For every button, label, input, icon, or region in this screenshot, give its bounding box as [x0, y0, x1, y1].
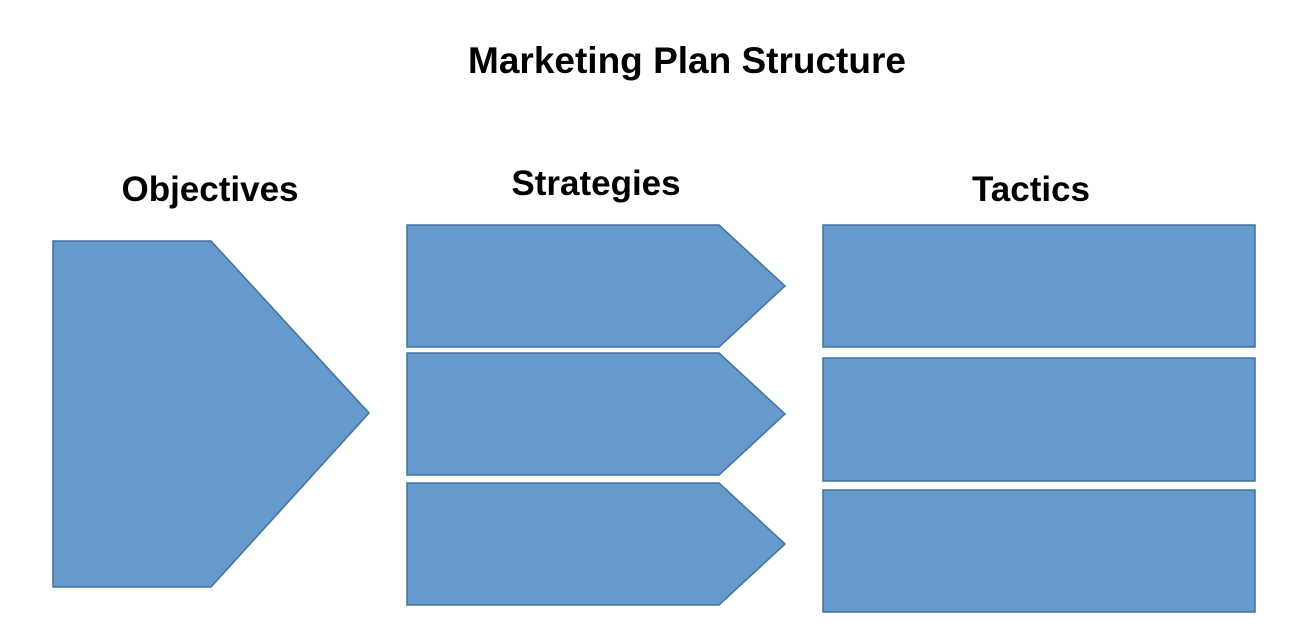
- strategy-arrow-3: [406, 482, 787, 606]
- strategy-arrow-1: [406, 224, 787, 348]
- tactic-box-1: [822, 224, 1256, 348]
- strategies-heading: Strategies: [511, 164, 681, 203]
- objectives-heading: Objectives: [121, 170, 299, 209]
- tactics-heading: Tactics: [971, 170, 1091, 209]
- tactic-box-2: [822, 357, 1256, 482]
- diagram-title: Marketing Plan Structure: [468, 40, 906, 81]
- tactic-box-3: [822, 489, 1256, 613]
- objectives-pentagon: [52, 240, 371, 588]
- strategy-arrow-2: [406, 352, 787, 476]
